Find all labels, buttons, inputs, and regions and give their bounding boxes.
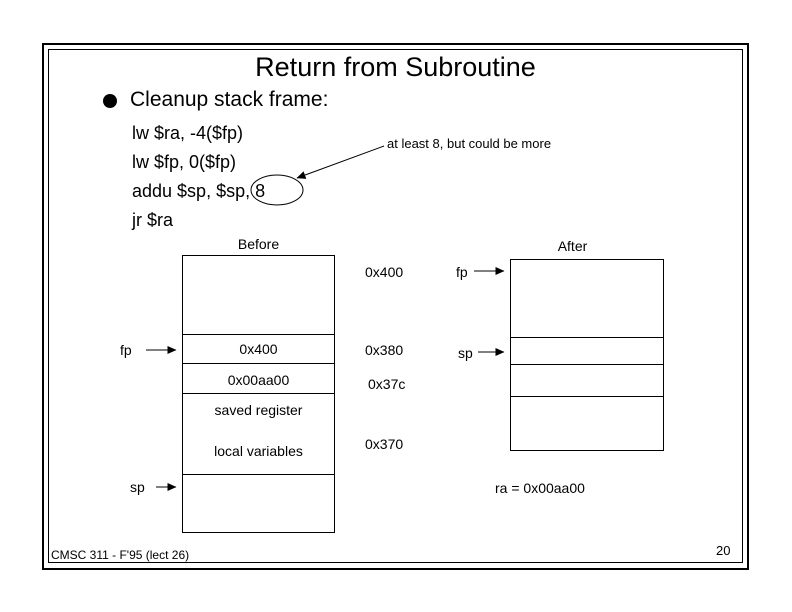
code-line-lw-ra: lw $ra, -4($fp) (132, 123, 244, 143)
after-stack-box (510, 259, 664, 451)
stack-divider (183, 474, 334, 475)
before-stack-box: 0x400 0x00aa00 saved register local vari… (182, 255, 335, 533)
annotation-text: at least 8, but could be more (387, 136, 552, 151)
slide-border-inner (48, 49, 743, 563)
stack-cell-return-address: 0x00aa00 (227, 372, 290, 388)
page-number: 20 (716, 543, 731, 558)
code-block: lw $ra, -4($fp) lw $fp, 0($fp) addu $sp,… (132, 119, 265, 235)
sp-pointer-label-before: sp (130, 479, 145, 495)
bullet-icon (103, 94, 117, 108)
stack-cell-saved-register: saved register (214, 402, 303, 418)
stack-divider (511, 364, 663, 365)
address-label-0x37c: 0x37c (368, 376, 406, 392)
code-line-addu-sp: addu $sp, $sp, 8 (132, 181, 266, 201)
before-diagram-title: Before (237, 236, 280, 252)
address-label-0x400: 0x400 (365, 264, 404, 280)
ra-result-text: ra = 0x00aa00 (495, 480, 585, 496)
after-diagram-title: After (557, 238, 588, 254)
stack-divider (511, 396, 663, 397)
stack-cell-local-variables: local variables (214, 443, 303, 459)
sp-pointer-label-after: sp (458, 345, 473, 361)
stack-divider (183, 393, 334, 394)
code-line-lw-fp: lw $fp, 0($fp) (132, 152, 237, 172)
bullet-label: Cleanup stack frame: (130, 88, 329, 111)
footer-course-label: CMSC 311 - F'95 (lect 26) (51, 548, 190, 562)
slide-title: Return from Subroutine (255, 52, 536, 82)
code-line-jr-ra: jr $ra (132, 210, 174, 230)
address-label-0x370: 0x370 (365, 436, 404, 452)
stack-divider (511, 337, 663, 338)
stack-divider (183, 363, 334, 364)
address-label-0x380: 0x380 (365, 342, 404, 358)
stack-divider (183, 334, 334, 335)
slide-border-outer (42, 43, 749, 570)
fp-pointer-label-before: fp (120, 342, 132, 358)
stack-cell-old-fp: 0x400 (239, 341, 278, 357)
fp-pointer-label-after: fp (456, 264, 468, 280)
